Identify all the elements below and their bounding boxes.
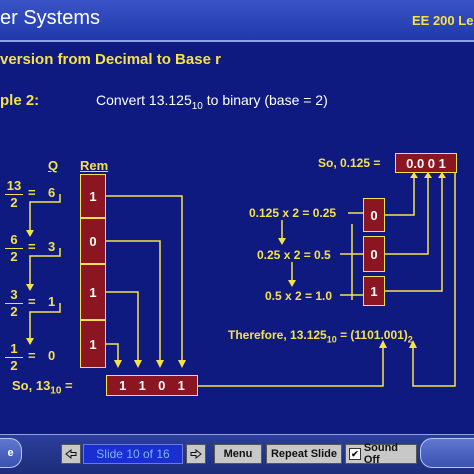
repeat-slide-button[interactable]: Repeat Slide — [266, 444, 342, 464]
remainder-box: 1 — [80, 264, 106, 320]
slide-indicator: Slide 10 of 16 — [83, 444, 183, 464]
sound-toggle[interactable]: ✔ Sound Off — [345, 442, 417, 466]
example-prompt: Convert 13.12510 to binary (base = 2) — [96, 92, 328, 112]
left-arrow-icon — [65, 449, 77, 459]
sound-label: Sound Off — [363, 442, 399, 466]
result-digit: 1 — [119, 378, 127, 393]
prompt-text-end: to binary (base = 2) — [202, 92, 328, 108]
prev-slide-button[interactable] — [61, 444, 81, 464]
equals-sign: = — [28, 294, 36, 309]
next-slide-button[interactable] — [186, 444, 206, 464]
left-nav-pill[interactable]: e — [0, 438, 22, 468]
prompt-text: Convert 13.125 — [96, 92, 192, 108]
prompt-subscript: 10 — [191, 100, 203, 112]
sound-checkbox[interactable]: ✔ — [349, 448, 361, 460]
slide-heading: version from Decimal to Base r — [0, 51, 221, 68]
title-bar: er Systems EE 200 Le — [0, 0, 474, 42]
course-label: EE 200 Le — [412, 13, 474, 28]
fraction-bit-box: 1 — [363, 276, 385, 306]
fraction-bit-box: 0 — [363, 198, 385, 232]
multiply-step: 0.25 x 2 = 0.5 — [257, 248, 331, 262]
multiply-step: 0.125 x 2 = 0.25 — [249, 206, 337, 220]
integer-result-box: 1 1 0 1 — [106, 375, 198, 396]
q-header: Q — [48, 158, 59, 173]
remainder-box: 0 — [80, 218, 106, 264]
right-nav-pill[interactable] — [420, 438, 474, 468]
result-digit: 1 — [138, 378, 146, 393]
remainder-box: 1 — [80, 320, 106, 368]
fraction-result-box: 0.0 0 1 — [395, 153, 457, 173]
right-arrow-icon — [190, 449, 202, 459]
result-digit: 0 — [158, 378, 166, 393]
quotient: 6 — [48, 185, 56, 200]
example-label: ple 2: — [0, 92, 40, 109]
fraction-result-label: So, 0.125 = — [318, 156, 381, 170]
multiply-step: 0.5 x 2 = 1.0 — [265, 289, 333, 303]
equals-sign: = — [28, 185, 36, 200]
quotient: 3 — [48, 239, 56, 254]
remainder-box: 1 — [80, 174, 106, 218]
equals-sign: = — [28, 348, 36, 363]
therefore-line: Therefore, 13.12510 = (1101.001)2 — [228, 328, 413, 345]
menu-button[interactable]: Menu — [214, 444, 262, 464]
fraction-bit-box: 0 — [363, 236, 385, 272]
rem-header: Rem — [80, 158, 109, 173]
quotient: 1 — [48, 294, 56, 309]
quotient: 0 — [48, 348, 56, 363]
equals-sign: = — [28, 239, 36, 254]
result-digit: 1 — [177, 378, 185, 393]
integer-result-label: So, 1310 = — [12, 378, 73, 397]
page-title: er Systems — [0, 7, 101, 29]
